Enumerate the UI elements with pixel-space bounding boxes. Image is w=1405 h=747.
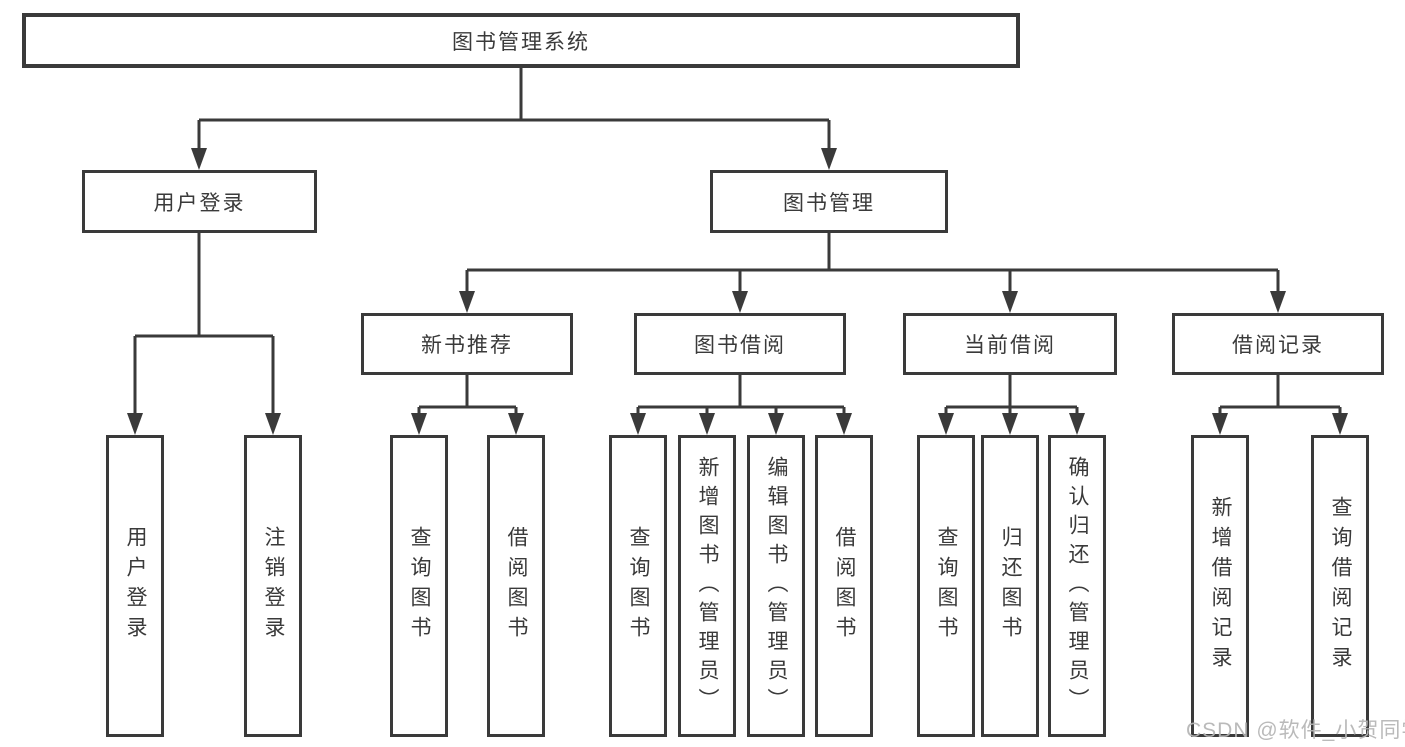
leaf-return-books: 归还图书 (981, 435, 1039, 737)
leaf-label: 查询图书 (935, 526, 958, 646)
leaf-borrow-books-recommend: 借阅图书 (487, 435, 545, 737)
node-book-borrow: 图书借阅 (634, 313, 846, 375)
node-current-borrow: 当前借阅 (903, 313, 1117, 375)
node-book-management-label: 图书管理 (783, 191, 875, 215)
leaf-label: 查询图书 (627, 526, 650, 646)
node-book-management: 图书管理 (710, 170, 948, 233)
node-user-login-label: 用户登录 (153, 191, 246, 215)
leaf-label: 确认归还（管理员） (1066, 455, 1089, 717)
leaf-borrow-books: 借阅图书 (815, 435, 873, 737)
leaf-query-books-current: 查询图书 (917, 435, 975, 737)
node-book-borrow-label: 图书借阅 (694, 334, 786, 357)
leaf-confirm-return-admin: 确认归还（管理员） (1048, 435, 1106, 737)
leaf-label: 编辑图书（管理员） (765, 455, 788, 717)
node-borrow-records: 借阅记录 (1172, 313, 1384, 375)
leaf-label: 查询图书 (408, 526, 431, 646)
node-new-book-recommend: 新书推荐 (361, 313, 573, 375)
leaf-label: 新增图书（管理员） (696, 455, 719, 717)
leaf-logout: 注销登录 (244, 435, 302, 737)
leaf-label: 归还图书 (999, 526, 1022, 646)
leaf-user-login: 用户登录 (106, 435, 164, 737)
leaf-add-borrow-record: 新增借阅记录 (1191, 435, 1249, 737)
node-user-login: 用户登录 (82, 170, 317, 233)
leaf-add-books-admin: 新增图书（管理员） (678, 435, 736, 737)
leaf-query-books-recommend: 查询图书 (390, 435, 448, 737)
leaf-label: 借阅图书 (833, 526, 856, 646)
csdn-watermark: CSDN @软件_小贺同学 (1186, 719, 1405, 742)
leaf-label: 新增借阅记录 (1209, 496, 1232, 676)
node-new-book-recommend-label: 新书推荐 (421, 334, 513, 357)
leaf-edit-books-admin: 编辑图书（管理员） (747, 435, 805, 737)
node-current-borrow-label: 当前借阅 (964, 334, 1056, 357)
node-root-label: 图书管理系统 (452, 30, 590, 54)
node-borrow-records-label: 借阅记录 (1232, 334, 1324, 357)
leaf-label: 查询借阅记录 (1329, 496, 1352, 676)
leaf-label: 用户登录 (124, 526, 147, 646)
leaf-query-borrow-record: 查询借阅记录 (1311, 435, 1369, 737)
leaf-label: 借阅图书 (505, 526, 528, 646)
leaf-query-books-borrow: 查询图书 (609, 435, 667, 737)
arrowheads (127, 148, 1348, 435)
leaf-label: 注销登录 (262, 526, 285, 646)
node-root-library-system: 图书管理系统 (22, 13, 1020, 68)
